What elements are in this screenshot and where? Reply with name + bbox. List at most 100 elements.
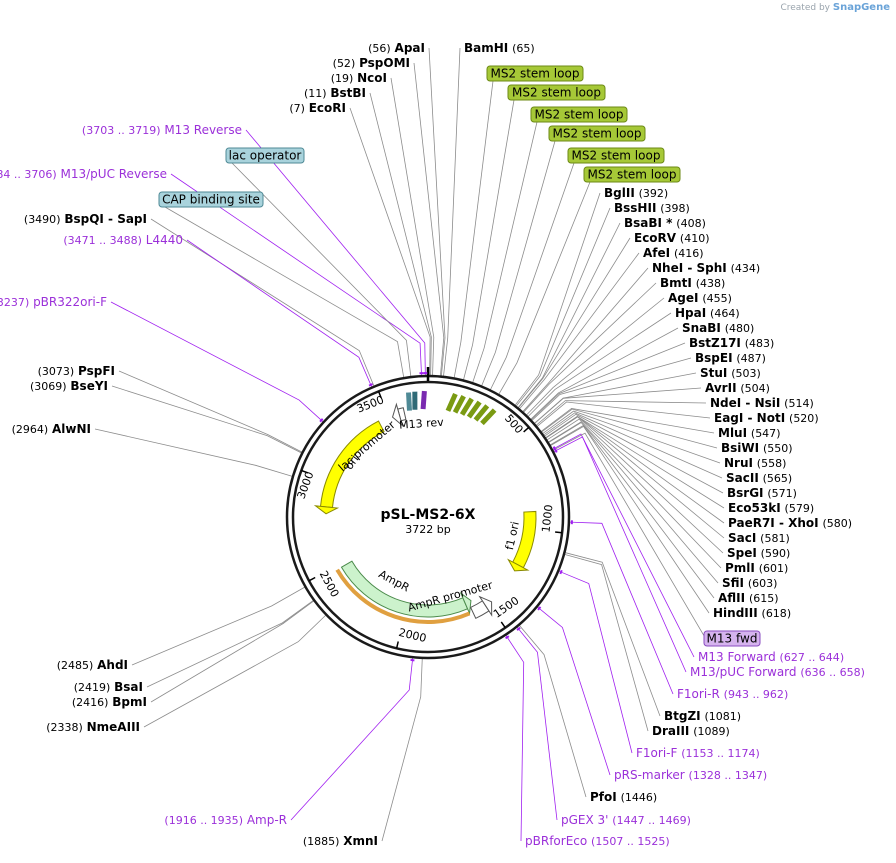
site-label-23: BsiWI (550) (721, 441, 793, 455)
label-lines (94, 47, 725, 842)
site-line-0 (428, 47, 446, 376)
paren-close: ) (776, 427, 780, 440)
paren-open: ( (789, 412, 793, 425)
site-name: ApaI (395, 41, 425, 55)
primer-label-9: pGEX 3' (1447 .. 1469) (561, 813, 691, 827)
ms2-arrow-5 (480, 408, 497, 426)
paren-close: ) (784, 688, 788, 701)
scale-label-3500: 3500 (355, 393, 386, 415)
site-label-34: HindIII (618) (713, 606, 791, 620)
site-position: 590 (765, 547, 786, 560)
site-label-20: NdeI - NsiI (514) (710, 396, 814, 410)
primer-label-1: (3684 .. 3706) M13/pUC Reverse (0, 167, 167, 181)
feature-box-label-8: M13 fwd (707, 632, 758, 646)
site-line-5 (349, 107, 431, 376)
paren-close: ) (848, 517, 852, 530)
site-position: 2485 (61, 659, 89, 672)
site-position: 11 (308, 87, 322, 100)
feature-arrowhead-4 (391, 402, 404, 427)
primer-name: L4440 (146, 233, 183, 247)
site-line-41 (146, 600, 314, 688)
paren-close: ) (79, 721, 83, 734)
site-line-1 (443, 47, 461, 376)
paren-open: ( (760, 532, 764, 545)
site-name: BtgZI (664, 709, 701, 723)
site-position: 565 (767, 472, 788, 485)
paren-close: ) (530, 42, 534, 55)
primer-name: Amp-R (247, 813, 287, 827)
primer-name: M13 Forward (698, 650, 776, 664)
site-position: 503 (736, 367, 757, 380)
feature-box-label-0: MS2 stem loop (491, 67, 580, 81)
site-position: 603 (752, 577, 773, 590)
site-label-43: (2964) AlwNI (12, 422, 91, 436)
paren-open: ( (333, 57, 337, 70)
site-label-22: MluI (547) (718, 426, 780, 440)
feature-box-label-2: MS2 stem loop (535, 108, 624, 122)
site-name: StuI (700, 366, 727, 380)
feature-arrowhead-1 (507, 558, 530, 572)
backbone-inner-strand (291, 380, 565, 654)
site-line-2 (413, 62, 445, 376)
paren-open: ( (822, 517, 826, 530)
paren-open: ( (693, 725, 697, 738)
scale-label-500: 500 (502, 412, 526, 436)
plasmid-center: pSL-MS2-6X 3722 bp (381, 507, 476, 536)
paren-close: ) (301, 102, 305, 115)
paren-open: ( (696, 277, 700, 290)
scale-label-1500: 1500 (491, 594, 521, 621)
site-line-10 (519, 252, 640, 409)
site-label-15: SnaBI (480) (682, 321, 754, 335)
scale-label-1000: 1000 (539, 504, 555, 533)
paren-open: ( (749, 592, 753, 605)
feature-box-label-3: MS2 stem loop (553, 127, 642, 141)
primer-mark-5 (554, 448, 558, 453)
site-name: AlwNI (52, 422, 91, 436)
box-line-7 (164, 206, 405, 378)
paren-close: ) (770, 337, 774, 350)
site-position: 601 (763, 562, 784, 575)
site-position: 571 (772, 487, 793, 500)
primer-label-10: pBRforEco (1507 .. 1525) (525, 834, 670, 848)
site-position: 581 (764, 532, 785, 545)
site-position: 2419 (78, 681, 106, 694)
site-name: DraIII (652, 724, 689, 738)
feature-arrowhead-3 (478, 595, 493, 617)
site-line-22 (541, 408, 715, 434)
paren-close: ) (386, 42, 390, 55)
feature-arrows (313, 372, 573, 662)
site-line-39 (143, 615, 326, 728)
paren-open: ( (621, 791, 625, 804)
site-line-43 (94, 428, 293, 477)
feature-ori (319, 420, 385, 509)
plasmid-length: 3722 bp (405, 523, 450, 536)
inner-label-5: AmpR (376, 568, 411, 595)
paren-open: ( (512, 42, 516, 55)
paren-close: ) (787, 607, 791, 620)
site-label-7: BssHII (398) (614, 201, 690, 215)
site-name: AflII (718, 591, 745, 605)
site-position: 580 (827, 517, 848, 530)
site-line-6 (514, 192, 601, 406)
site-name: EcoRV (634, 231, 677, 245)
primer-range: 1507 .. 1525 (595, 835, 665, 848)
paren-open: ( (761, 547, 765, 560)
feature-box-label-7: CAP binding site (162, 193, 260, 207)
paren-close: ) (763, 769, 767, 782)
primer-line-11 (290, 658, 414, 821)
paren-open: ( (680, 232, 684, 245)
site-position: 483 (749, 337, 770, 350)
site-line-16 (531, 342, 686, 420)
paren-open: ( (12, 423, 16, 436)
snapgene-brand: Created by SnapGene (780, 2, 890, 13)
site-position: 52 (337, 57, 351, 70)
site-position: 398 (665, 202, 686, 215)
paren-close: ) (687, 814, 691, 827)
scale-tick-2000 (395, 641, 399, 649)
site-label-32: SfiI (603) (722, 576, 777, 590)
site-position: 487 (741, 352, 762, 365)
primer-label-11: (1916 .. 1935) Amp-R (164, 813, 287, 827)
site-label-9: EcoRV (410) (634, 231, 710, 245)
site-position: 558 (761, 457, 782, 470)
